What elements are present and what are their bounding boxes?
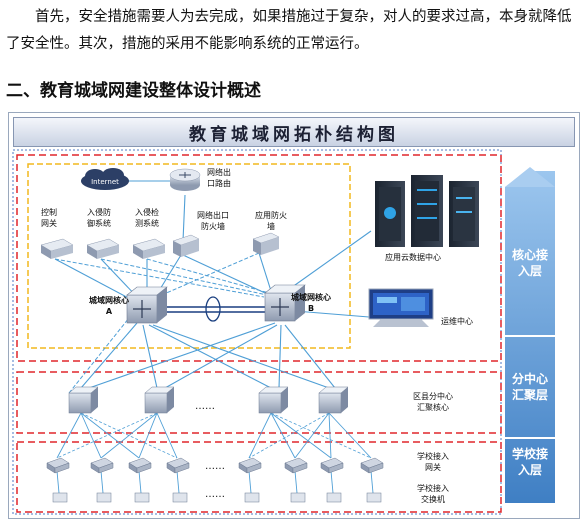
aggregation-layer-label-2: 汇聚层 (512, 388, 548, 402)
exit-firewall-icon (172, 234, 200, 257)
core-switch-a-icon (126, 286, 168, 324)
district-label-1: 区县分中心 (413, 391, 453, 401)
core-switch-b-icon (264, 284, 306, 322)
ids-label-2: 测系统 (135, 218, 159, 228)
aggregation-switch-3-icon (258, 386, 289, 414)
core-layer-label-2: 入层 (518, 264, 542, 278)
aggregation-ellipsis: …… (195, 401, 215, 412)
control-gateway-icon (40, 238, 74, 259)
school-switch-label-1: 学校接入 (417, 483, 449, 493)
data-center-server-icon (375, 175, 479, 247)
ids-icon (132, 238, 166, 259)
core-b-label-1: 城域网核心 (291, 292, 331, 302)
school-gateway-row (46, 457, 384, 474)
school-switch-row (52, 492, 382, 503)
access-gateway-ellipsis: …… (205, 461, 225, 472)
exit-firewall-label-2: 防火墙 (201, 221, 225, 231)
topology-figure: 教育城域网拓朴结构图 (8, 112, 580, 519)
intro-paragraph: 首先，安全措施需要人为去完成，如果措施过于复杂，对人的要求过高，本身就降低了安全… (6, 9, 572, 52)
school-gateway-label-1: 学校接入 (417, 451, 449, 461)
ips-label-2: 御系统 (87, 218, 111, 228)
security-zone-box (27, 163, 351, 349)
access-layer-label-1: 学校接 (512, 446, 548, 461)
app-firewall-icon (252, 232, 280, 255)
school-gateway-label-2: 网关 (425, 462, 441, 472)
app-firewall-label-2: 墙 (267, 221, 275, 231)
aggregation-layer-label-1: 分中心 (512, 371, 548, 386)
control-gateway-label-2: 网关 (41, 218, 57, 228)
core-b-label-2: B (308, 304, 314, 313)
exit-router-icon (169, 168, 201, 191)
school-switch-label-2: 交换机 (421, 494, 445, 504)
ops-center-monitor-icon (368, 288, 434, 327)
exit-router-label-1: 网络出 (207, 167, 231, 177)
exit-firewall-label-1: 网络出口 (197, 210, 229, 220)
core-a-label-1: 城域网核心 (89, 295, 129, 305)
core-a-label-2: A (106, 307, 113, 316)
core-layer-box (16, 154, 502, 362)
access-switch-ellipsis: …… (205, 489, 225, 500)
ops-center-label: 运维中心 (441, 316, 473, 326)
control-gateway-label-1: 控制 (41, 207, 57, 217)
aggregation-layer-box (16, 371, 502, 434)
internet-cloud-icon (81, 168, 129, 190)
app-firewall-label-1: 应用防火 (255, 210, 287, 220)
figure-title: 教育城域网拓朴结构图 (13, 117, 575, 147)
exit-router-label-2: 口路由 (207, 178, 231, 188)
aggregation-switch-1-icon (68, 386, 99, 414)
core-layer-label-1: 核心接 (512, 247, 548, 262)
aggregation-switch-4-icon (318, 386, 349, 414)
ips-icon (86, 238, 120, 259)
access-layer-box (16, 441, 502, 513)
internet-label: Internet (91, 178, 119, 186)
ids-label-1: 入侵检 (135, 207, 159, 217)
district-label-2: 汇聚核心 (417, 402, 449, 412)
access-layer-label-2: 入层 (518, 463, 542, 477)
topology-diagram: Internet 网络出 口路由 控制 网关 入侵防 御系统 (12, 149, 555, 515)
ips-label-1: 入侵防 (87, 207, 111, 217)
section-heading: 二、教育城域网建设整体设计概述 (6, 81, 261, 101)
cloud-dc-label: 应用云数据中心 (385, 252, 441, 262)
aggregation-switch-2-icon (144, 386, 175, 414)
